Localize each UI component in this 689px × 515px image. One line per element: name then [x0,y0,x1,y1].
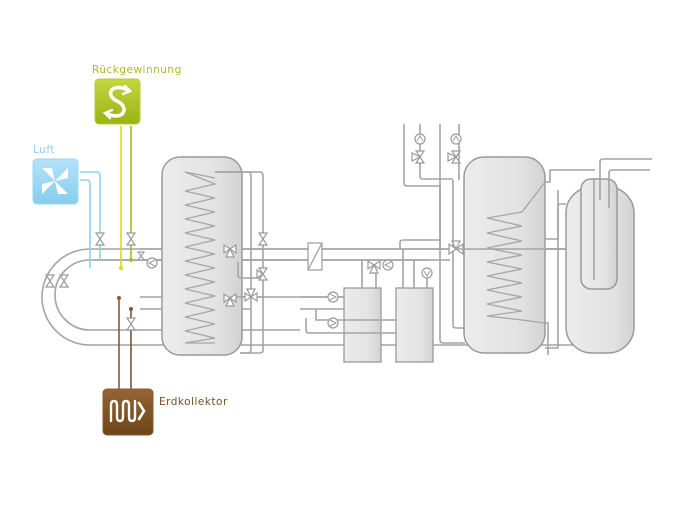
module-2 [395,249,434,363]
valve[interactable] [125,232,137,246]
three-way-valve[interactable] [411,150,426,164]
pump-icon[interactable] [327,317,339,329]
valve[interactable] [58,274,70,288]
fan-icon [42,168,68,194]
erdkollektor-pipes [117,296,133,390]
hot-water-tank [463,156,595,355]
pump-icon[interactable] [327,291,339,303]
valve[interactable] [257,232,269,246]
three-way-valve[interactable] [256,267,269,281]
three-way-valve[interactable] [223,243,237,258]
valve[interactable] [136,251,146,261]
pump-icon[interactable] [414,133,426,145]
three-way-valve[interactable] [367,259,381,274]
combi-tank [456,158,652,354]
module-1 [343,260,382,363]
inner-loop-pipe [54,259,430,331]
three-way-valve[interactable] [447,150,462,164]
erdkollektor-source[interactable]: Erdkollektor [102,388,228,436]
rueckgewinnung-source[interactable]: Rückgewinnung [92,64,182,125]
buffer-tank-coil [184,171,218,344]
pump-icon[interactable] [450,133,462,145]
valve[interactable] [44,274,56,288]
luft-pipes [80,171,101,268]
heat-exchanger [307,242,323,271]
buffer-tank [161,156,243,356]
rueckgewinnung-label: Rückgewinnung [92,64,182,76]
erdkollektor-label: Erdkollektor [159,396,228,408]
hot-water-tank-coil [486,181,546,324]
valve[interactable] [125,317,137,331]
combi-tank-inner [580,178,618,290]
luft-source[interactable]: Luft [32,144,79,205]
three-way-valve[interactable] [244,288,258,303]
buffer-tank-body [161,156,243,356]
luft-label: Luft [33,144,55,156]
recovery-icon [102,84,133,120]
pump-icon[interactable] [382,259,394,271]
buffer-tank-side-pipes [215,171,265,354]
ground-collector-icon [109,399,146,423]
valve[interactable] [94,232,106,246]
hot-water-tank-body [463,156,546,354]
pump-icon[interactable] [146,257,158,269]
three-way-valve[interactable] [448,240,464,256]
three-way-valve[interactable] [223,292,237,307]
outer-loop-pipe [41,248,620,346]
pump-icon[interactable] [421,267,433,279]
